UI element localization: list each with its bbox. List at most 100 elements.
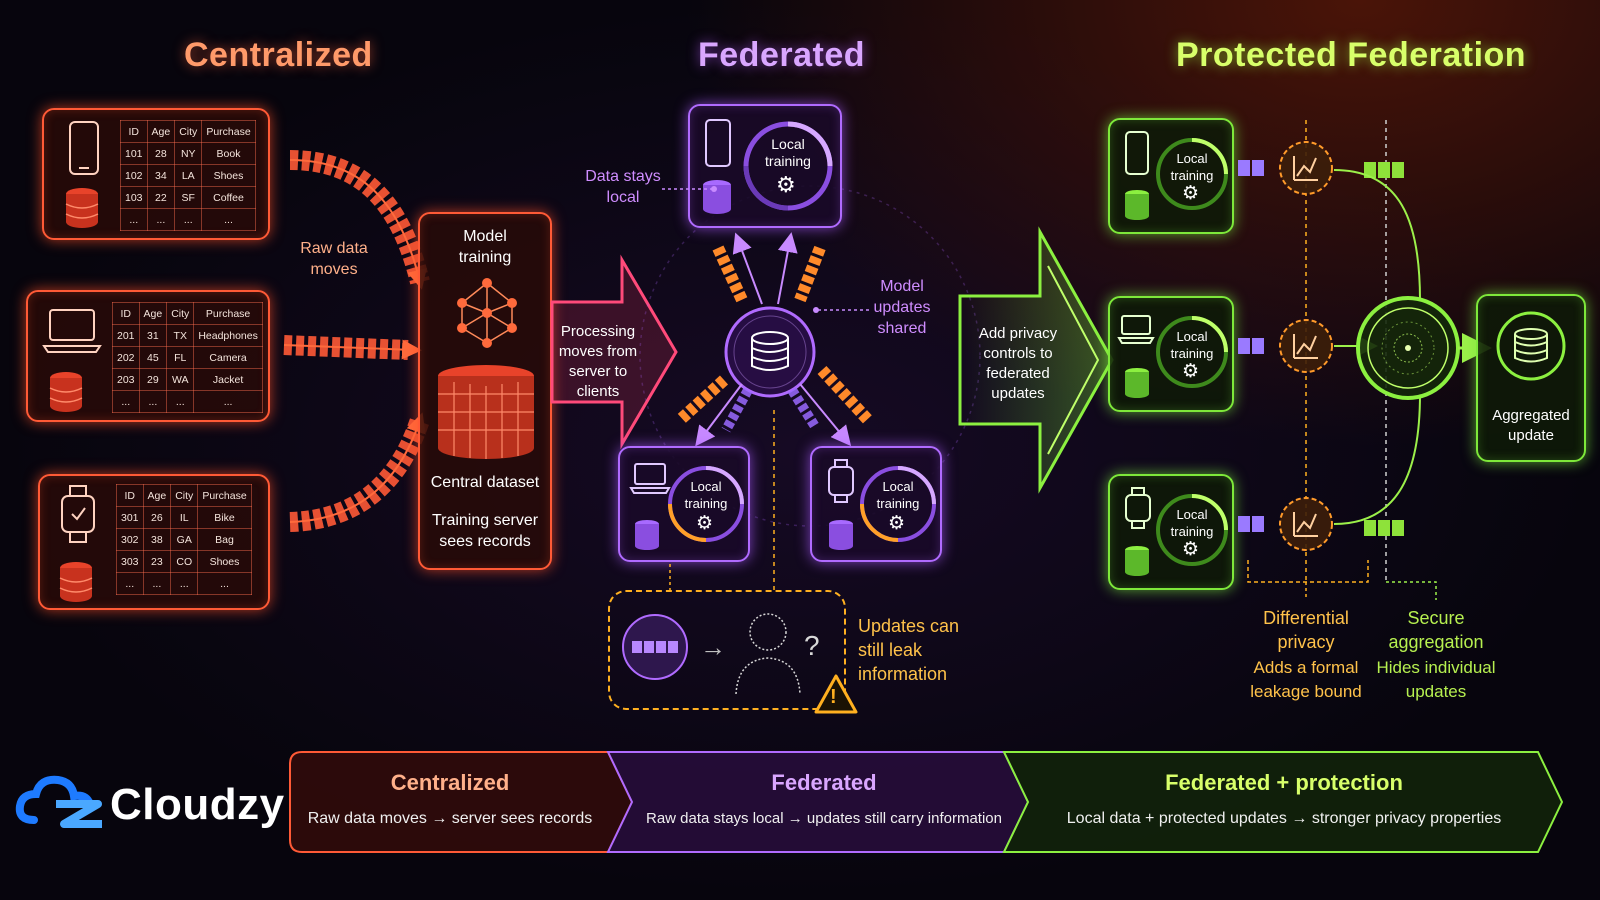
table-cell: 22 [146, 186, 176, 209]
local-training-label: Local training [1170, 151, 1214, 183]
updates-leak-label: Updates can still leak information [858, 616, 960, 684]
aggregated-database-icon [1496, 311, 1566, 381]
table-cell: Shoes [197, 550, 252, 573]
local-training-label: Local training [1170, 507, 1214, 539]
bottom-summary-bar [289, 751, 1564, 853]
arrow-right-icon: → [700, 632, 726, 662]
table-header-cell: Purchase [193, 302, 263, 325]
federated-server [724, 306, 816, 398]
table-cell: WA [166, 368, 195, 391]
table-cell: Headphones [193, 324, 263, 347]
bottom-federated-sub: Raw data stays local → updates still car… [646, 810, 1002, 827]
central-database-icon [438, 365, 534, 459]
bottom-centralized-title: Centralized [390, 770, 510, 795]
table-cell: Coffee [201, 186, 256, 209]
gear-icon: ⚙ [1182, 539, 1200, 560]
table-cell: FL [166, 346, 195, 369]
table-cell: CO [170, 550, 199, 573]
table-cell: 45 [138, 346, 168, 369]
dp-subtitle: Adds a formal leakage bound [1250, 658, 1362, 701]
table-cell: 302 [116, 528, 144, 551]
bottom-protected-title: Federated + protection [1165, 770, 1403, 795]
table-cell: 103 [120, 186, 148, 209]
protected-client-watch: Local training ⚙ [1108, 474, 1234, 590]
table-cell: 203 [112, 368, 140, 391]
bottom-centralized-sub: Raw data moves → server sees records [307, 810, 593, 827]
person-silhouette-icon [735, 613, 801, 695]
table-cell: 31 [138, 324, 168, 347]
table-row: ............ [116, 572, 252, 595]
table-cell: ... [170, 572, 199, 595]
gear-icon: ⚙ [1182, 361, 1200, 382]
table-header-cell: ID [120, 120, 148, 143]
gear-icon: ⚙ [888, 513, 906, 534]
table-cell: IL [170, 506, 199, 529]
table-cell: 26 [142, 506, 172, 529]
table-header-cell: Age [142, 484, 172, 507]
model-updates-pointer [813, 307, 872, 313]
gear-icon: ⚙ [1182, 183, 1200, 204]
local-training-label: Local training [1170, 329, 1214, 361]
database-icon [1125, 368, 1149, 398]
table-cell: SF [174, 186, 203, 209]
dp-title: Differential privacy [1263, 608, 1349, 652]
table-header-cell: Age [146, 120, 176, 143]
table-cell: Camera [193, 346, 263, 369]
database-icon [635, 520, 659, 550]
local-training-ring [743, 121, 833, 211]
local-training-label: Local training [876, 479, 920, 511]
table-row: ............ [120, 208, 256, 231]
table-cell: 28 [146, 142, 176, 165]
table-cell: LA [174, 164, 203, 187]
laptop-icon [42, 309, 102, 353]
centralized-title: Centralized [184, 36, 373, 74]
table-cell: ... [120, 208, 148, 231]
local-training-ring [668, 466, 744, 542]
protected-client-phone: Local training ⚙ [1108, 118, 1234, 234]
table-cell: ... [201, 208, 256, 231]
database-icon [829, 520, 853, 550]
protected-client-laptop: Local training ⚙ [1108, 296, 1234, 412]
sa-title: Secure aggregation [1388, 608, 1484, 652]
aggregated-update-card: Aggregated update [1476, 294, 1586, 462]
database-icon [49, 372, 83, 412]
warning-mark: ! [830, 686, 837, 708]
protected-federation-title: Protected Federation [1176, 36, 1527, 74]
watch-icon [1125, 487, 1151, 529]
local-training-label: Local training [765, 136, 811, 169]
table-cell: NY [174, 142, 203, 165]
model-updates-shared-label: Model updates shared [873, 278, 931, 337]
watch-icon [61, 485, 95, 543]
cloudzy-logo-text: Cloudzy [110, 780, 285, 829]
table-cell: 102 [120, 164, 148, 187]
table-cell: Bike [197, 506, 252, 529]
table-cell: ... [142, 572, 172, 595]
table-cell: Jacket [193, 368, 263, 391]
federated-title: Federated [698, 36, 865, 74]
table-cell: 201 [112, 324, 140, 347]
local-training-ring [1156, 138, 1228, 210]
laptop-icon [1117, 315, 1155, 344]
federated-client-laptop: Local training ⚙ [618, 446, 750, 562]
table-cell: ... [112, 390, 140, 413]
table-cell: ... [138, 390, 168, 413]
federated-client-phone: Local training ⚙ [688, 104, 842, 228]
local-training-ring [1156, 494, 1228, 566]
local-training-ring [1156, 316, 1228, 388]
privacy-controls-arrow [958, 226, 1114, 494]
table-cell: ... [116, 572, 144, 595]
table-header-cell: Purchase [197, 484, 252, 507]
data-stays-local-pointer [662, 186, 717, 192]
neural-network-icon [457, 278, 517, 348]
table-cell: GA [170, 528, 199, 551]
